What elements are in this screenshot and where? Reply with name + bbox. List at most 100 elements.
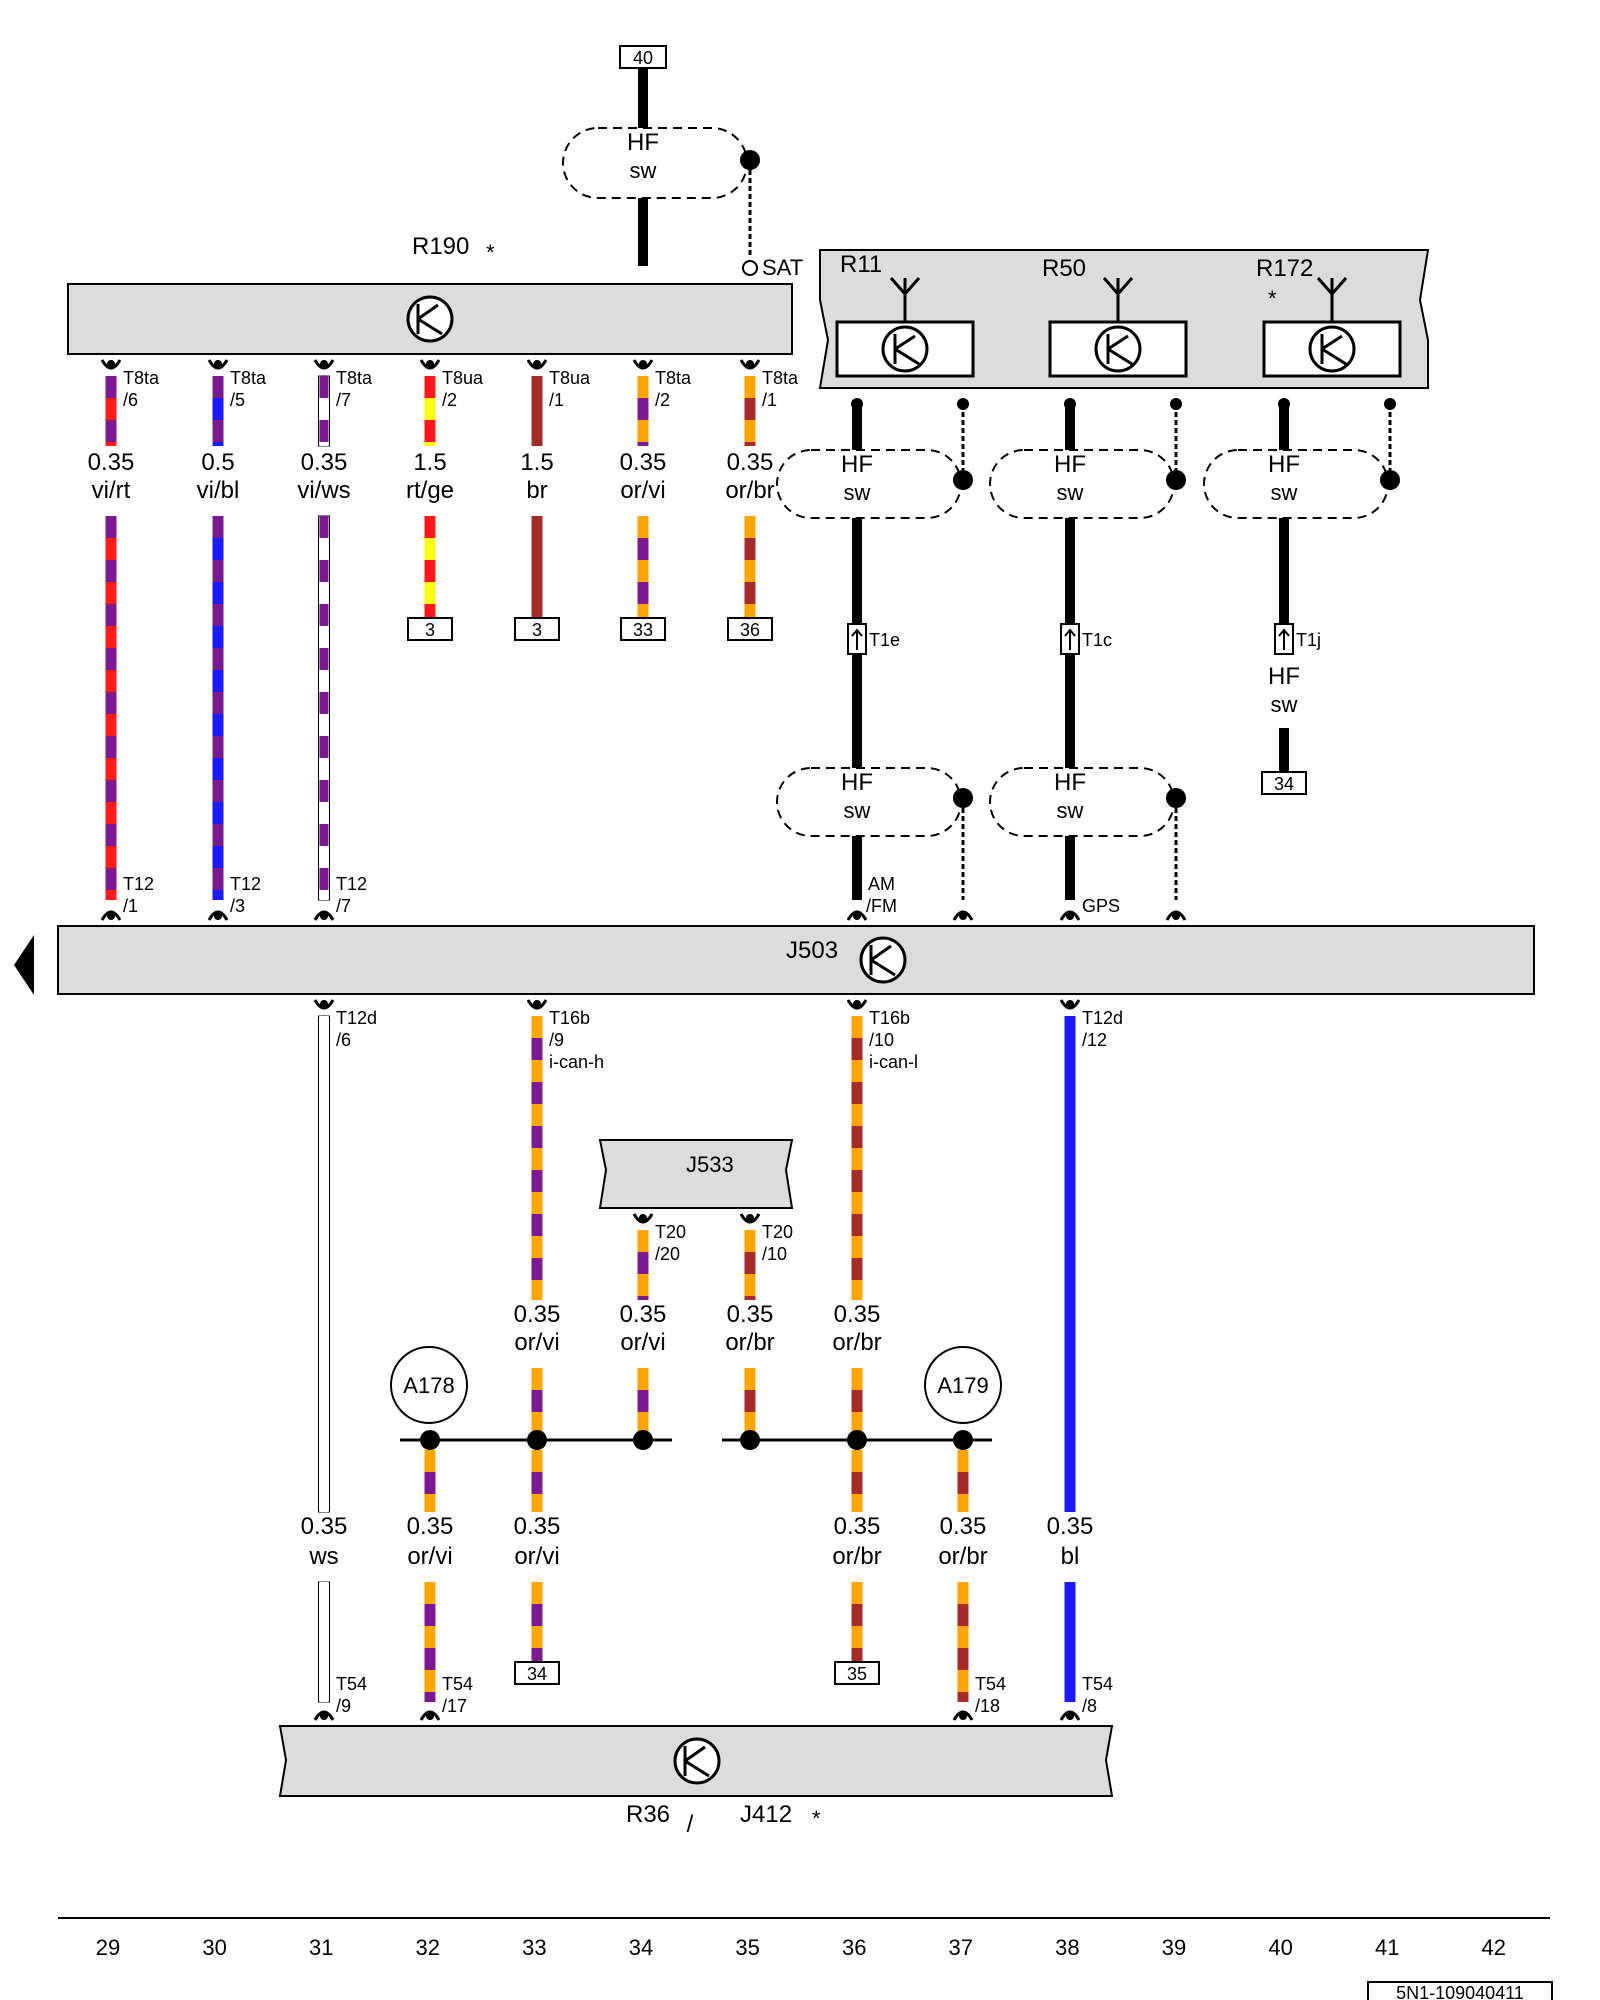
- wire-can-h-upper: [531, 1170, 543, 1192]
- t54-pos-2: /18: [975, 1696, 1000, 1716]
- antenna-symbol-a-1: [1107, 334, 1129, 351]
- j412-label: J412: [740, 1801, 792, 1828]
- coax-connector-label-0: T1e: [869, 630, 900, 650]
- r190-wire-2-lower: [319, 626, 329, 648]
- t54-name-2: T54: [975, 1674, 1006, 1694]
- j503-out-pos-2: /10: [869, 1030, 894, 1050]
- low-wire-lower-2: [531, 1604, 543, 1626]
- wire-can-h-upper: [531, 1016, 543, 1038]
- r190-wire-6-upper: [744, 420, 756, 442]
- r190-pin-pos-3: /2: [442, 390, 457, 410]
- a179-circle: [924, 1346, 1002, 1424]
- r190-wire-1-lower: [212, 890, 224, 900]
- ruler-number-35: 35: [735, 1935, 759, 1960]
- low-wire-gauge-2: 0.35: [514, 1513, 561, 1540]
- ruler-number-34: 34: [629, 1935, 653, 1960]
- t12-pos-2: /7: [336, 896, 351, 916]
- low-term-2-box: [514, 1661, 560, 1685]
- r190-pin-pos-0: /6: [123, 390, 138, 410]
- r190-wire-1-lower: [212, 846, 224, 868]
- mid-wire-lower-3: [851, 1368, 863, 1390]
- r190-wire-5-lower: [637, 604, 649, 618]
- r190-wire-0-lower: [105, 626, 117, 648]
- j503-out-pos-3: /12: [1082, 1030, 1107, 1050]
- wire-can-h-upper: [531, 1060, 543, 1082]
- low-wire-gauge-0: 0.35: [301, 1513, 348, 1540]
- hf-shield-dot-1: [1166, 470, 1186, 490]
- r190-wire-6-upper: [744, 398, 756, 420]
- r190-wire-0-lower: [105, 758, 117, 780]
- r190-wire-2-lower: [319, 670, 329, 692]
- low-term-2-label: 34: [527, 1664, 547, 1684]
- low-wire-upper-3: [851, 1494, 863, 1512]
- r190-wire-2-upper: [319, 376, 329, 398]
- terminal-40-label: 40: [633, 48, 653, 68]
- r190-pin-name-1: T8ta: [230, 368, 267, 388]
- antenna-symbol-icon-2: [1308, 325, 1356, 373]
- r190-wire-2-upper: [319, 420, 329, 442]
- r190-wire-0-lower: [105, 582, 117, 604]
- mid-wire-lower-0: [531, 1412, 543, 1434]
- wire-can-h-upper: [531, 1148, 543, 1170]
- r190-term-6-box: [727, 617, 773, 641]
- low-wire-color-5: bl: [1061, 1543, 1080, 1570]
- low-wire-color-3: or/br: [832, 1543, 881, 1570]
- r190-wire-2-lower: [319, 736, 329, 758]
- j503-box: [57, 925, 1535, 995]
- ruler-number-37: 37: [949, 1935, 973, 1960]
- drawing-code-box: [1367, 1981, 1553, 2000]
- r190-wire-6-lower: [744, 582, 756, 604]
- low-wire-lower-4: [957, 1648, 969, 1670]
- mid-wire-color-3: or/br: [832, 1329, 881, 1356]
- r190-wire-5-upper: [637, 420, 649, 442]
- r190-wire-gauge-2: 0.35: [301, 449, 348, 476]
- r190-wire-2-upper: [319, 442, 329, 446]
- ruler-number-40: 40: [1268, 1935, 1292, 1960]
- r190-pin-name-4: T8ua: [549, 368, 591, 388]
- t54-pin-3-dot: [1066, 1712, 1074, 1720]
- low-wire-lower-1: [424, 1670, 436, 1692]
- r190-term-5-box: [620, 617, 666, 641]
- r190-term-6-label: 36: [740, 620, 760, 640]
- antenna-symbol-b-1: [1107, 347, 1133, 366]
- r190-wire-6-lower: [744, 538, 756, 560]
- antenna-symbol-a-2: [1321, 334, 1343, 351]
- r190-wire-1-lower: [212, 692, 224, 714]
- splice-dot-0: [420, 1430, 440, 1450]
- r190-wire-1-lower: [212, 736, 224, 758]
- j503-in-core-0-dot: [853, 912, 861, 920]
- wire-j533-1: [744, 1296, 756, 1300]
- wire-j533-0: [637, 1230, 649, 1252]
- low-wire-lower-3: [851, 1582, 863, 1604]
- ant-core-wire-0: [852, 404, 862, 450]
- r190-pin-name-2: T8ta: [336, 368, 373, 388]
- r190-label: R190: [412, 233, 469, 260]
- ant-coax-mid-0: [852, 654, 862, 768]
- low-wire-upper-4: [957, 1472, 969, 1494]
- r36-j412-separator: /: [687, 1811, 694, 1838]
- hf-color-0: sw: [844, 480, 871, 505]
- hf-color-2: sw: [1271, 480, 1298, 505]
- low-wire-lower-5: [1064, 1582, 1076, 1702]
- t12-name-1: T12: [230, 874, 261, 894]
- low-wire-lower-1: [424, 1648, 436, 1670]
- r172-label: R172: [1256, 255, 1313, 282]
- hf-lower-label-0: HF: [841, 769, 873, 796]
- wire-can-l-upper: [851, 1104, 863, 1126]
- mid-wire-lower-3: [851, 1412, 863, 1434]
- r190-term-3-box: [407, 617, 453, 641]
- t54-pin-2-dot: [959, 1712, 967, 1720]
- r190-wire-gauge-6: 0.35: [727, 449, 774, 476]
- low-wire-lower-2: [531, 1648, 543, 1662]
- r190-wire-3-upper: [424, 442, 436, 446]
- low-wire-upper-2: [531, 1494, 543, 1512]
- wire-ws-long: [319, 1016, 329, 1512]
- antenna-symbol-icon-0: [881, 325, 929, 373]
- low-wire-upper-1: [424, 1450, 436, 1472]
- low-wire-color-1: or/vi: [407, 1543, 452, 1570]
- r190-wire-2-upper: [319, 398, 329, 420]
- mid-wire-color-1: or/vi: [620, 1329, 665, 1356]
- r190-term-5-label: 33: [633, 620, 653, 640]
- r190-wire-1-lower: [212, 626, 224, 648]
- low-wire-lower-1: [424, 1692, 436, 1702]
